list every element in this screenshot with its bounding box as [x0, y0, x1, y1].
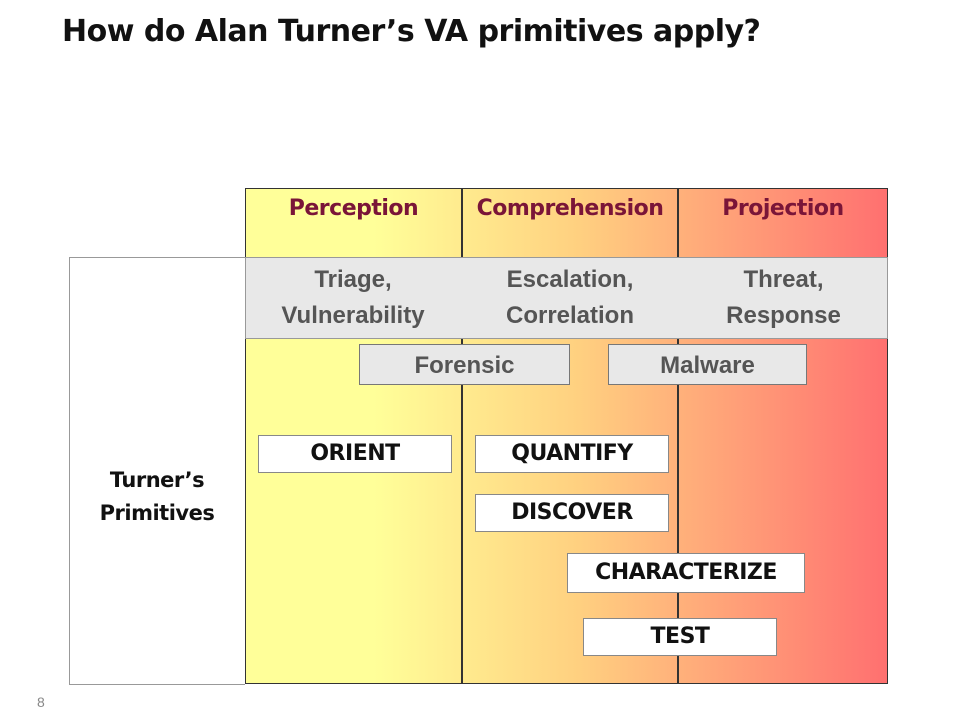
activity-line1: Threat, [743, 266, 824, 293]
stage-label-comprehension: Comprehension [476, 196, 664, 221]
activity-line2: Correlation [505, 302, 634, 329]
primitives-row-box [69, 257, 245, 685]
tag-forensic: Forensic [359, 344, 570, 385]
activity-line1: Escalation, [506, 266, 634, 293]
activity-threat-response: Threat, Response [679, 262, 888, 334]
stage-divider-2 [677, 188, 679, 684]
activity-line1: Triage, [314, 266, 392, 293]
primitive-quantify: QUANTIFY [475, 435, 669, 473]
activity-line2: Response [726, 302, 841, 329]
activity-line2: Vulnerability [281, 302, 425, 329]
stage-label-perception: Perception [288, 196, 419, 221]
tag-malware: Malware [608, 344, 807, 385]
primitive-orient: ORIENT [258, 435, 452, 473]
primitive-characterize: CHARACTERIZE [567, 553, 805, 593]
activity-triage-vulnerability: Triage, Vulnerability [245, 262, 461, 334]
stage-divider-1 [461, 188, 463, 684]
primitive-discover: DISCOVER [475, 494, 669, 532]
stage-label-projection: Projection [722, 196, 844, 221]
page-number: 8 [37, 694, 45, 710]
activity-escalation-correlation: Escalation, Correlation [463, 262, 677, 334]
activities-band [245, 257, 888, 339]
slide-title: How do Alan Turner’s VA primitives apply… [62, 14, 761, 49]
primitives-row-label: Turner’s Primitives [69, 464, 245, 530]
primitives-label-line2: Primitives [99, 501, 215, 525]
primitives-label-line1: Turner’s [109, 468, 205, 492]
primitive-test: TEST [583, 618, 777, 656]
